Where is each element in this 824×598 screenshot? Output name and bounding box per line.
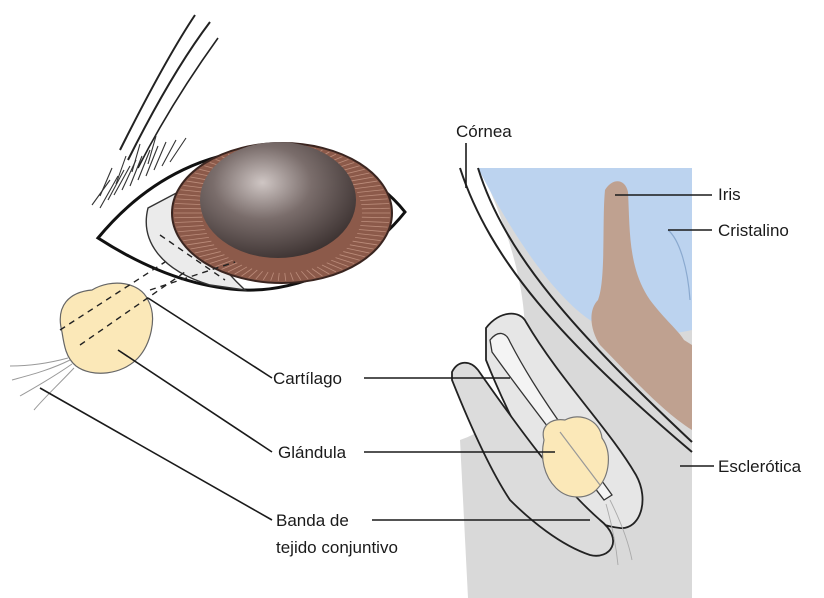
label-banda-line2: tejido conjuntivo — [276, 538, 398, 557]
label-cristalino: Cristalino — [718, 221, 789, 240]
iris-ray — [174, 217, 202, 218]
label-cornea: Córnea — [456, 122, 512, 141]
pupil — [200, 142, 356, 258]
external-eye-illustration — [10, 15, 405, 410]
label-banda-line1: Banda de — [276, 511, 349, 530]
label-cartilago: Cartílago — [273, 369, 342, 388]
iris-ray — [174, 208, 202, 209]
iris-ray — [362, 217, 390, 218]
label-esclerotica: Esclerótica — [718, 457, 802, 476]
iris-ray — [362, 208, 390, 209]
label-glandula: Glándula — [278, 443, 347, 462]
cross-section-illustration — [452, 168, 692, 598]
anterior-chamber — [478, 168, 692, 334]
gland-external — [60, 283, 152, 373]
label-iris: Iris — [718, 185, 741, 204]
